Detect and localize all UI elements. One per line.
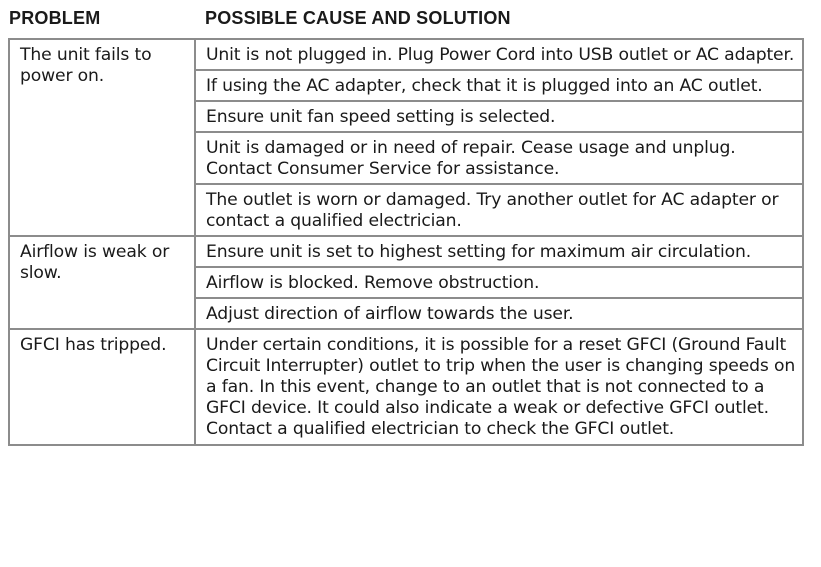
cause-cell: Under certain conditions, it is possible… bbox=[194, 328, 804, 446]
cause-cell: If using the AC adapter, check that it i… bbox=[194, 69, 804, 102]
cause-cell: Ensure unit is set to highest setting fo… bbox=[194, 235, 804, 268]
table-row: If using the AC adapter, check that it i… bbox=[9, 69, 804, 102]
problem-cell: GFCI has tripped. bbox=[8, 328, 196, 446]
cause-cell: The outlet is worn or damaged. Try anoth… bbox=[194, 183, 804, 237]
header-cause-solution: POSSIBLE CAUSE AND SOLUTION bbox=[205, 8, 511, 28]
table-row: The unit fails to power on. Unit is not … bbox=[8, 38, 804, 237]
cause-cell: Adjust direction of airflow towards the … bbox=[194, 297, 804, 330]
cause-cell: Ensure unit fan speed setting is selecte… bbox=[194, 100, 804, 133]
table-row: Unit is damaged or in need of repair. Ce… bbox=[9, 131, 804, 185]
header-problem: PROBLEM bbox=[9, 8, 101, 28]
cause-cell: Unit is damaged or in need of repair. Ce… bbox=[194, 131, 804, 185]
troubleshooting-table: The unit fails to power on. Unit is not … bbox=[8, 38, 804, 446]
problem-cell: Airflow is weak or slow. bbox=[8, 235, 196, 330]
table-row: Adjust direction of airflow towards the … bbox=[9, 297, 804, 330]
cause-cell: Unit is not plugged in. Plug Power Cord … bbox=[194, 38, 804, 71]
column-headers: PROBLEM POSSIBLE CAUSE AND SOLUTION bbox=[0, 8, 821, 34]
table-row: Airflow is weak or slow. Ensure unit is … bbox=[8, 235, 804, 330]
cause-cell: Airflow is blocked. Remove obstruction. bbox=[194, 266, 804, 299]
problem-cell: The unit fails to power on. bbox=[8, 38, 196, 237]
table-row: Airflow is blocked. Remove obstruction. bbox=[9, 266, 804, 299]
table-row: The outlet is worn or damaged. Try anoth… bbox=[9, 183, 804, 237]
table-row: GFCI has tripped. Under certain conditio… bbox=[8, 328, 804, 446]
table-row: Ensure unit fan speed setting is selecte… bbox=[9, 100, 804, 133]
